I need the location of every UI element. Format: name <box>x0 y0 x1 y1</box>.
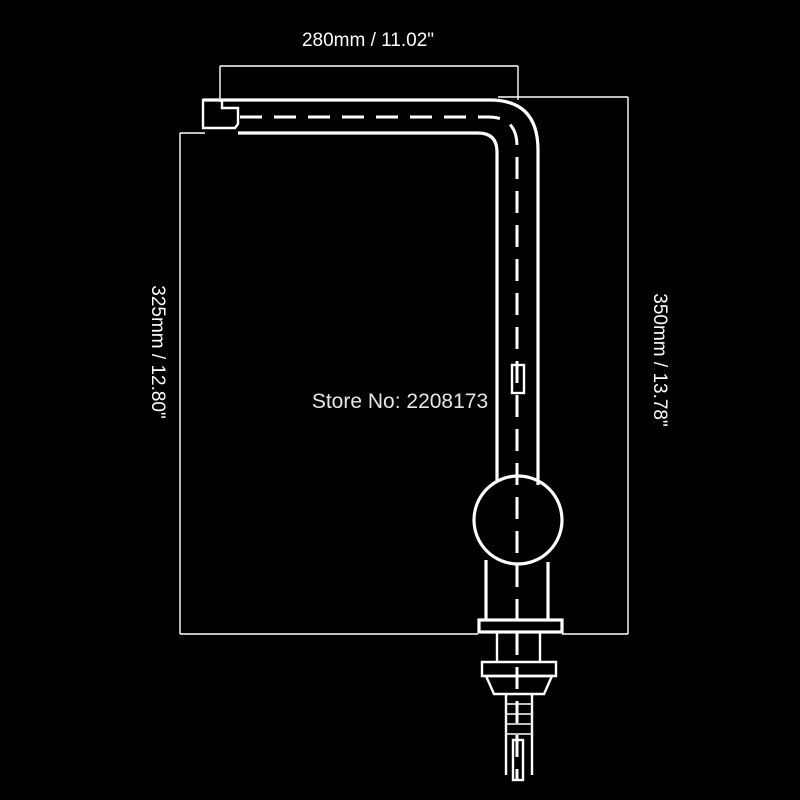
store-watermark: Store No: 2208173 <box>312 390 488 413</box>
right-height-dimension: 350mm / 13.78" <box>498 96 670 635</box>
center-lines <box>240 115 519 780</box>
left-height-label: 325mm / 12.80" <box>147 285 168 418</box>
width-dimension: 280mm / 11.02" <box>219 30 519 102</box>
faucet-outline <box>201 98 564 782</box>
width-dimension-label: 280mm / 11.02" <box>302 30 434 51</box>
thread-marks <box>506 703 532 735</box>
spout-nozzle <box>201 98 240 130</box>
spout-outer-edge <box>203 98 540 420</box>
mounting-nut <box>480 660 558 678</box>
mounting-washer <box>484 674 554 696</box>
base-flange <box>477 618 564 634</box>
water-path-centerline <box>240 115 519 780</box>
right-height-label: 350mm / 13.78" <box>649 293 670 426</box>
spout-inner-edge <box>238 131 499 420</box>
left-height-dimension: 325mm / 12.80" <box>147 132 478 635</box>
